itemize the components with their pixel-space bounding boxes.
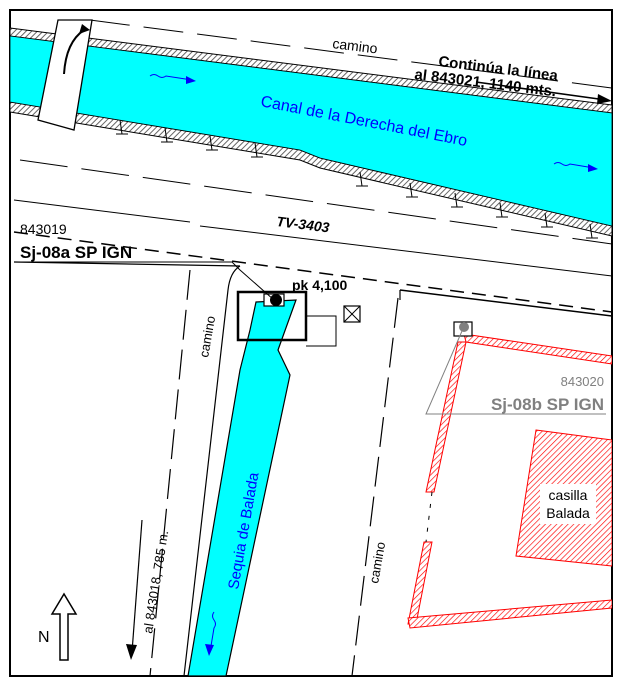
label-road-name: TV-3403: [276, 213, 331, 235]
canal-flow-arrowheads: [186, 76, 598, 172]
sj08b-leader: [425, 330, 606, 415]
sj08a-id: 843019: [20, 221, 67, 237]
side-road: [37, 19, 93, 131]
canal-bank-posts: [116, 119, 598, 239]
road-lines-south: [13, 159, 612, 277]
label-camino-right: camino: [366, 541, 388, 585]
sj08b-marker: [459, 322, 469, 332]
canal-water: [10, 35, 612, 227]
sequia-flow-arrowhead: [205, 644, 214, 656]
sequia-channel: [187, 299, 297, 676]
casilla-label-bg: [540, 484, 596, 524]
sj08b-name: Sj-08b SP IGN: [491, 395, 604, 414]
label-camino-left: camino: [196, 315, 218, 359]
turn-arrow-head: [79, 24, 90, 34]
sj08a-leader: [20, 261, 275, 301]
label-road-top: camino: [332, 35, 379, 56]
sj08a-pk: pk 4,100: [292, 277, 347, 293]
road-edge-top: [89, 19, 612, 89]
casilla-label-line1: casilla: [549, 487, 588, 503]
casilla-label-line2: Balada: [546, 505, 590, 521]
north-label: N: [38, 629, 50, 646]
sj08a-marker: [270, 294, 282, 306]
sj08a-name: Sj-08a SP IGN: [20, 243, 132, 262]
plot-boundary: [407, 333, 612, 629]
north-arrow-icon: [50, 592, 78, 661]
sj08b-id: 843020: [561, 374, 604, 389]
canal-bank-north: [10, 27, 612, 114]
continuation-arrow-head: [597, 94, 612, 104]
canal-flow-arrows: [149, 74, 595, 169]
sequia-flow-arrow: [209, 611, 216, 653]
arrow-to-843018: [131, 519, 143, 653]
road-tv3403-edges: [13, 231, 612, 317]
arrow-to-843018-head: [126, 644, 137, 660]
continuation-arrow: [475, 81, 607, 101]
